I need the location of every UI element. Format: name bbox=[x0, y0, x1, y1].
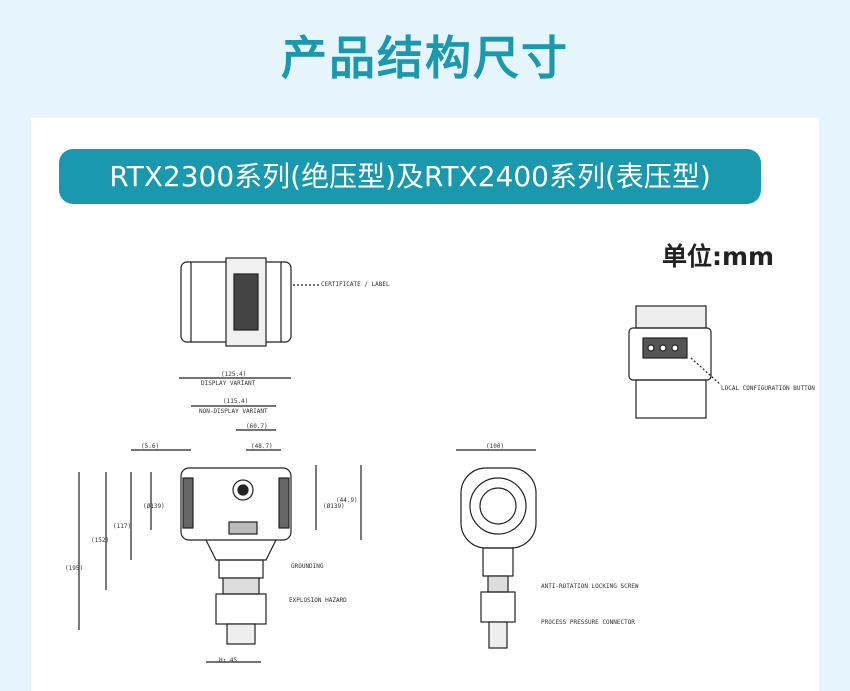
side-view-transmitter bbox=[456, 449, 537, 649]
dim-115: (115.4) bbox=[223, 398, 248, 405]
dim-125: (125.4) bbox=[221, 371, 246, 378]
unit-label: 单位:mm bbox=[662, 242, 775, 271]
callout-top: CERTIFICATE / LABEL bbox=[321, 281, 390, 288]
callout-non-display-variant: NON-DISPLAY VARIANT bbox=[199, 408, 268, 415]
dim-195: (195) bbox=[65, 565, 83, 572]
series-banner: RTX2300系列(绝压型)及RTX2400系列(表压型) bbox=[59, 149, 761, 204]
dim-44: (44.9) bbox=[336, 497, 358, 504]
callout-grounding: GROUNDING bbox=[291, 563, 324, 570]
front-view-transmitter bbox=[78, 377, 362, 663]
dim-117: (117) bbox=[113, 523, 131, 530]
callout-anti-rotation: ANTI-ROTATION LOCKING SCREW bbox=[541, 583, 639, 590]
callout-display-variant: DISPLAY VARIANT bbox=[201, 380, 256, 387]
dim-152: (152) bbox=[91, 537, 109, 544]
callout-explosion: EXPLOSION HAZARD bbox=[289, 597, 347, 604]
dimension-drawing: CERTIFICATE / LABEL DISPLAY VARIANT NON-… bbox=[65, 257, 815, 664]
content-card bbox=[31, 118, 819, 691]
callout-process-connector: PROCESS PRESSURE CONNECTOR bbox=[541, 619, 635, 626]
dim-h45: H↑ 45 bbox=[219, 657, 237, 664]
page-title: 产品结构尺寸 bbox=[281, 31, 569, 85]
dim-100: (100) bbox=[486, 443, 504, 450]
callout-local-config: LOCAL CONFIGURATION BUTTON bbox=[721, 385, 815, 392]
dim-139-right: (Ø139) bbox=[323, 503, 345, 510]
config-view-transmitter bbox=[628, 305, 722, 419]
dim-60: (60.7) bbox=[246, 423, 268, 430]
dim-5-6: (5.6) bbox=[141, 443, 159, 450]
top-view-transmitter bbox=[180, 257, 321, 347]
dim-48: (48.7) bbox=[251, 443, 273, 450]
dim-139-left: (Ø139) bbox=[143, 503, 165, 510]
